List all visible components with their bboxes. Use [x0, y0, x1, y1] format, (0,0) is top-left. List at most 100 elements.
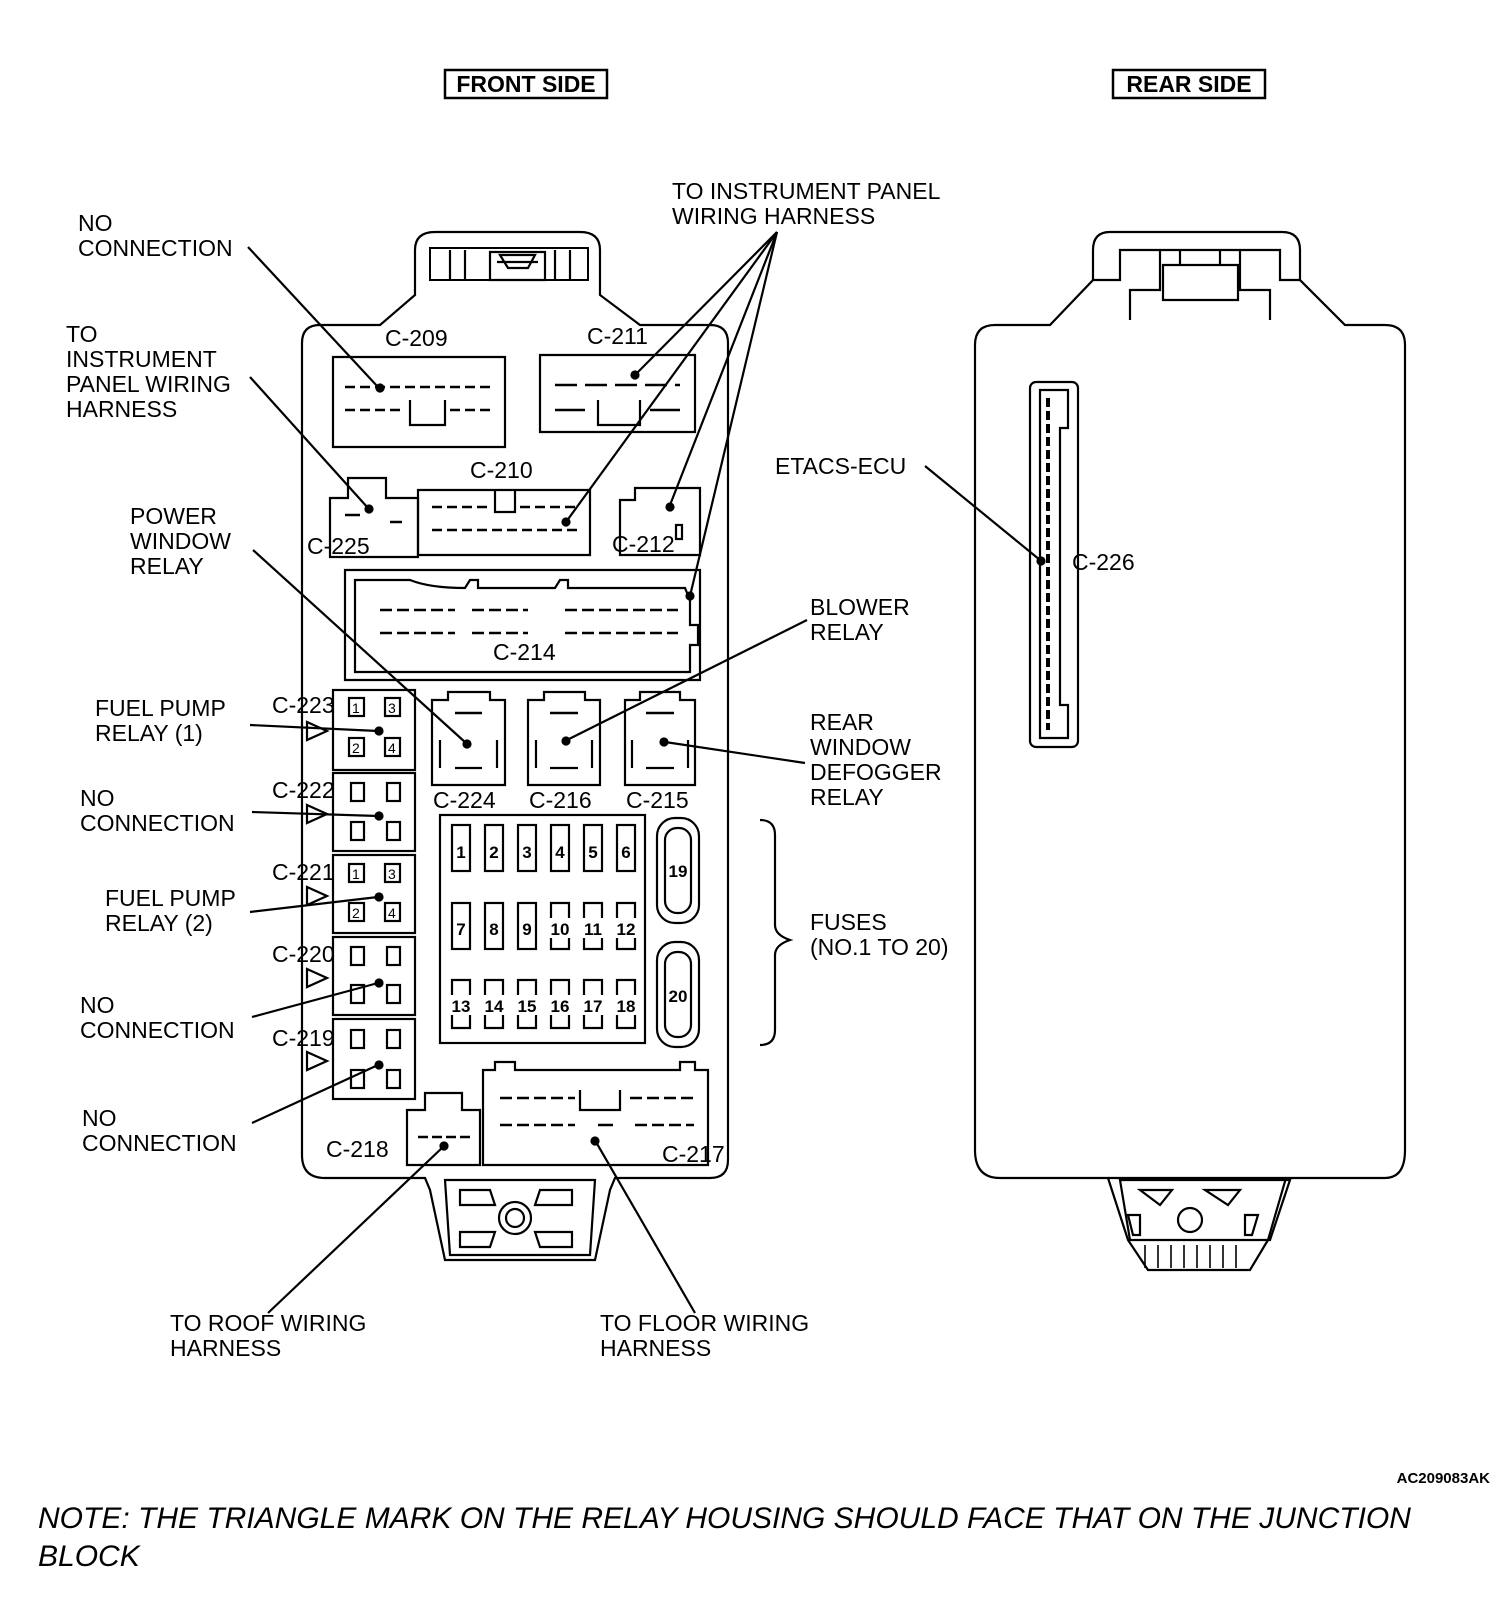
- svg-text:1: 1: [456, 843, 465, 862]
- svg-text:C-217: C-217: [662, 1141, 725, 1167]
- svg-text:C-209: C-209: [385, 325, 448, 351]
- svg-text:17: 17: [584, 997, 603, 1016]
- connector-c-215: C-215: [623, 690, 697, 813]
- svg-text:C-219: C-219: [272, 1025, 335, 1051]
- callout-rear-window-defogger-relay: REAR WINDOW DEFOGGER RELAY: [659, 709, 942, 810]
- svg-text:C-226: C-226: [1072, 549, 1135, 575]
- svg-text:8: 8: [489, 920, 498, 939]
- svg-text:TO ROOF WIRING: TO ROOF WIRING: [170, 1310, 366, 1336]
- fuse-row-2: 7 8 9 10 11 12: [450, 901, 637, 951]
- svg-text:DEFOGGER: DEFOGGER: [810, 759, 942, 785]
- svg-text:C-211: C-211: [587, 323, 648, 349]
- svg-text:20: 20: [669, 987, 688, 1006]
- front-housing: [300, 230, 730, 1262]
- svg-text:18: 18: [617, 997, 636, 1016]
- svg-text:FUEL PUMP: FUEL PUMP: [95, 695, 226, 721]
- svg-text:C-221: C-221: [272, 859, 335, 885]
- callout-no-connection-222: NO CONNECTION: [80, 785, 384, 836]
- svg-text:5: 5: [588, 843, 597, 862]
- svg-text:4: 4: [388, 905, 396, 921]
- svg-text:FUEL PUMP: FUEL PUMP: [105, 885, 236, 911]
- svg-text:C-224: C-224: [433, 787, 496, 813]
- svg-text:RELAY (1): RELAY (1): [95, 720, 203, 746]
- connector-c-224: C-224: [430, 690, 507, 813]
- svg-text:NO: NO: [78, 210, 113, 236]
- svg-text:C-216: C-216: [529, 787, 592, 813]
- svg-text:FRONT SIDE: FRONT SIDE: [456, 71, 595, 97]
- svg-text:7: 7: [456, 920, 465, 939]
- connector-c-214: C-214: [343, 568, 702, 682]
- svg-text:1: 1: [352, 700, 360, 716]
- fuse-row-3: 13 14 15 16 17 18: [450, 978, 637, 1030]
- svg-text:C-215: C-215: [626, 787, 689, 813]
- callout-power-window-relay: POWER WINDOW RELAY: [130, 503, 472, 749]
- svg-text:C-222: C-222: [272, 777, 335, 803]
- rear-housing: [973, 230, 1407, 1272]
- svg-text:(NO.1 TO 20): (NO.1 TO 20): [810, 934, 948, 960]
- relay-socket-c-220: C-220: [272, 935, 417, 1017]
- svg-text:CONNECTION: CONNECTION: [82, 1130, 237, 1156]
- svg-text:PANEL WIRING: PANEL WIRING: [66, 371, 231, 397]
- svg-text:WINDOW: WINDOW: [130, 528, 231, 554]
- callout-instrument-panel-left: TO INSTRUMENT PANEL WIRING HARNESS: [66, 321, 374, 514]
- svg-text:NO: NO: [80, 785, 115, 811]
- svg-text:WINDOW: WINDOW: [810, 734, 911, 760]
- connector-c-216: C-216: [526, 690, 602, 813]
- svg-text:NO: NO: [82, 1105, 117, 1131]
- callout-fuel-pump-relay-2: FUEL PUMP RELAY (2): [105, 885, 384, 936]
- svg-text:HARNESS: HARNESS: [170, 1335, 281, 1361]
- connector-c-212: C-212: [612, 486, 702, 557]
- svg-text:2: 2: [352, 905, 360, 921]
- callout-fuel-pump-relay-1: FUEL PUMP RELAY (1): [95, 695, 384, 746]
- callout-instrument-panel-top: TO INSTRUMENT PANEL WIRING HARNESS: [561, 178, 941, 601]
- rear-side-heading: REAR SIDE: [1111, 68, 1267, 100]
- svg-text:TO FLOOR WIRING: TO FLOOR WIRING: [600, 1310, 809, 1336]
- svg-text:16: 16: [551, 997, 570, 1016]
- svg-text:REAR: REAR: [810, 709, 874, 735]
- svg-text:3: 3: [388, 700, 396, 716]
- svg-text:3: 3: [388, 866, 396, 882]
- svg-text:REAR SIDE: REAR SIDE: [1126, 71, 1251, 97]
- svg-text:BLOWER: BLOWER: [810, 594, 910, 620]
- relay-socket-c-219: C-219: [272, 1017, 417, 1101]
- callout-no-connection-220: NO CONNECTION: [80, 978, 384, 1043]
- svg-text:15: 15: [518, 997, 537, 1016]
- callout-roof-harness: TO ROOF WIRING HARNESS: [170, 1141, 449, 1361]
- svg-text:HARNESS: HARNESS: [600, 1335, 711, 1361]
- svg-text:C-218: C-218: [326, 1136, 389, 1162]
- svg-text:TO INSTRUMENT PANEL: TO INSTRUMENT PANEL: [672, 178, 941, 204]
- svg-text:C-212: C-212: [612, 531, 675, 557]
- svg-text:13: 13: [452, 997, 471, 1016]
- svg-text:C-220: C-220: [272, 941, 335, 967]
- callout-blower-relay: BLOWER RELAY: [561, 594, 910, 746]
- callout-fuses: FUSES (NO.1 TO 20): [759, 818, 948, 1047]
- note-text: NOTE: THE TRIANGLE MARK ON THE RELAY HOU…: [38, 1502, 1411, 1573]
- svg-text:RELAY (2): RELAY (2): [105, 910, 213, 936]
- svg-text:WIRING HARNESS: WIRING HARNESS: [672, 203, 875, 229]
- svg-text:3: 3: [522, 843, 531, 862]
- svg-text:C-225: C-225: [307, 533, 370, 559]
- svg-text:CONNECTION: CONNECTION: [80, 1017, 235, 1043]
- connector-c-209: C-209: [331, 325, 507, 449]
- svg-text:9: 9: [522, 920, 531, 939]
- svg-text:TO: TO: [66, 321, 98, 347]
- relay-socket-c-222: C-222: [272, 771, 417, 853]
- fuse-block: 1 2 3 4 5 6 7 8 9 10 11 12 13 14 15 16 1…: [438, 813, 701, 1049]
- connector-c-225: C-225: [307, 476, 420, 559]
- svg-text:C-223: C-223: [272, 692, 335, 718]
- svg-text:RELAY: RELAY: [810, 784, 884, 810]
- figure-id: AC209083AK: [1397, 1470, 1491, 1487]
- fuse-row-1: 1 2 3 4 5 6: [450, 823, 637, 873]
- svg-text:C-214: C-214: [493, 639, 556, 665]
- svg-text:RELAY: RELAY: [810, 619, 884, 645]
- svg-text:1: 1: [352, 866, 360, 882]
- svg-text:POWER: POWER: [130, 503, 217, 529]
- svg-text:CONNECTION: CONNECTION: [80, 810, 235, 836]
- fuse-20: 20: [655, 940, 701, 1049]
- connector-c-210: C-210: [416, 457, 592, 557]
- callout-no-connection-top: NO CONNECTION: [78, 210, 385, 393]
- svg-text:C-210: C-210: [470, 457, 533, 483]
- svg-text:12: 12: [617, 920, 636, 939]
- connector-c-211: C-211: [538, 323, 697, 434]
